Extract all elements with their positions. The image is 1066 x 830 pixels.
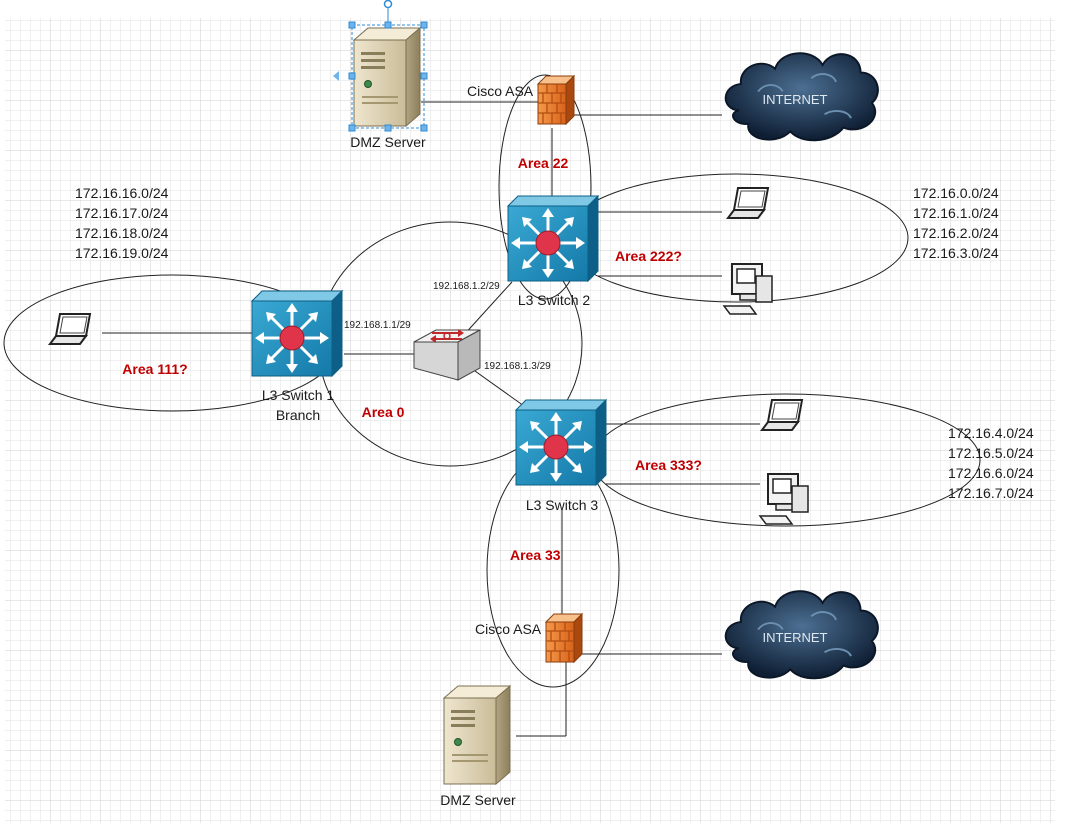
network-label: 172.16.0.0/24 xyxy=(913,185,999,201)
cloud-label: INTERNET xyxy=(763,630,828,645)
switch-2-label: L3 Switch 2 xyxy=(518,292,591,308)
cloud-label: INTERNET xyxy=(763,92,828,107)
l3-switch-1-icon[interactable] xyxy=(250,289,344,378)
server-label: DMZ Server xyxy=(440,792,516,808)
network-label: 172.16.5.0/24 xyxy=(948,445,1034,461)
firewall-icon[interactable] xyxy=(537,75,575,125)
network-label: 172.16.16.0/24 xyxy=(75,185,169,201)
network-label: 172.16.4.0/24 xyxy=(948,425,1034,441)
l3-switch-2-icon[interactable] xyxy=(506,194,600,283)
l2-switch-icon[interactable] xyxy=(413,329,481,381)
sw2-ip-label: 192.168.1.2/29 xyxy=(433,281,500,292)
area-22-label: Area 22 xyxy=(518,155,569,171)
area-22-boundary xyxy=(498,74,592,300)
branch-networks: 172.16.16.0/24 172.16.17.0/24 172.16.18.… xyxy=(75,185,169,261)
network-label: 172.16.7.0/24 xyxy=(948,485,1034,501)
network-label: 172.16.6.0/24 xyxy=(948,465,1034,481)
switch-2-networks: 172.16.0.0/24 172.16.1.0/24 172.16.2.0/2… xyxy=(913,185,999,261)
area-0-label: Area 0 xyxy=(362,404,405,420)
network-label: 172.16.1.0/24 xyxy=(913,205,999,221)
sw3-ip-label: 192.168.1.3/29 xyxy=(484,361,551,372)
switch-3-label: L3 Switch 3 xyxy=(526,497,599,513)
network-label: 172.16.3.0/24 xyxy=(913,245,999,261)
server-icon[interactable] xyxy=(443,685,511,785)
network-label: 172.16.19.0/24 xyxy=(75,245,169,261)
area-222-label: Area 222? xyxy=(615,248,682,264)
area-33-label: Area 33 xyxy=(510,547,561,563)
switch-1-sublabel: Branch xyxy=(276,407,320,423)
area-333-label: Area 333? xyxy=(635,457,702,473)
links xyxy=(102,101,760,737)
area-111-label: Area 111? xyxy=(122,361,187,377)
switch-3-networks: 172.16.4.0/24 172.16.5.0/24 172.16.6.0/2… xyxy=(948,425,1034,501)
l3-switch-3-icon[interactable] xyxy=(514,398,608,487)
server-icon[interactable] xyxy=(353,27,421,127)
selection-handles[interactable] xyxy=(333,0,428,132)
network-label: 172.16.17.0/24 xyxy=(75,205,169,221)
firewall-label: Cisco ASA xyxy=(467,83,534,99)
sw1-ip-label: 192.168.1.1/29 xyxy=(344,320,411,331)
firewall-label: Cisco ASA xyxy=(475,621,542,637)
server-label: DMZ Server xyxy=(350,134,426,150)
network-label: 172.16.2.0/24 xyxy=(913,225,999,241)
switch-1-label: L3 Switch 1 xyxy=(262,387,335,403)
network-label: 172.16.18.0/24 xyxy=(75,225,169,241)
firewall-icon[interactable] xyxy=(545,613,583,663)
